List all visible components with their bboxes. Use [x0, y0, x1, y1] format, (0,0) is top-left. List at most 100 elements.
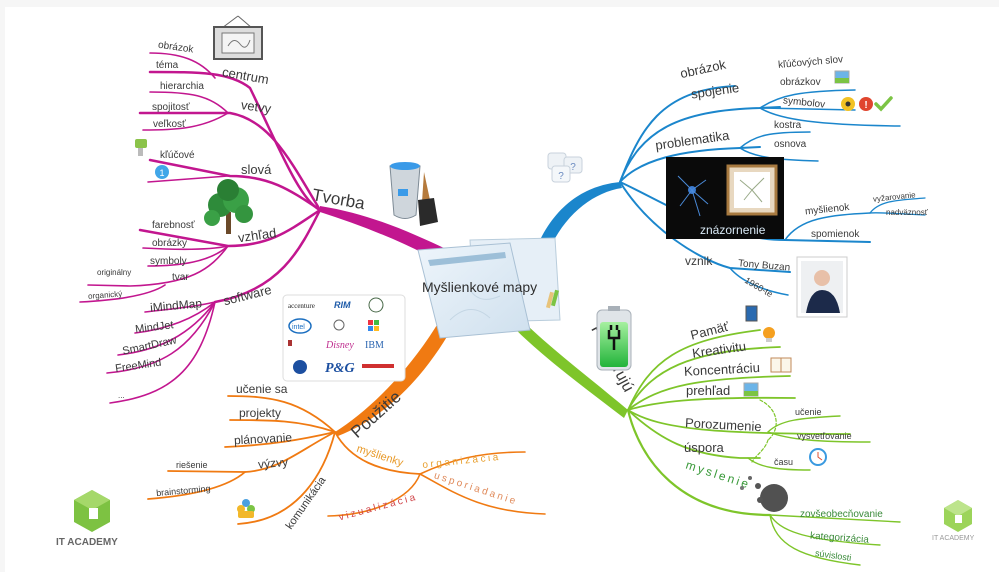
battery-icon: [596, 306, 632, 371]
number-badge-icon: 1: [155, 165, 169, 179]
pouzitie-labels: Použitie učenie sa projekty plánovanie v…: [156, 382, 519, 532]
label-vetvy: vetvy: [240, 97, 273, 116]
tony-buzan-photo: [796, 256, 848, 318]
thinking-head-icon: [740, 476, 788, 512]
blue-trunk: [540, 182, 622, 244]
logo-nasa: [293, 360, 307, 374]
label-tvar: tvar: [172, 272, 189, 283]
people-icon: [237, 499, 255, 518]
label-imindmap: iMindMap: [150, 296, 203, 315]
edge-centrum: [148, 70, 322, 212]
svg-text:?: ?: [558, 171, 564, 182]
label-brainstorming: brainstorming: [156, 483, 211, 498]
label-porozumenie: Porozumenie: [685, 415, 762, 434]
tablet-icon: [745, 305, 758, 322]
label-prehlad: prehľad: [686, 383, 730, 398]
label-originalny: originálny: [97, 268, 131, 277]
label-tema: téma: [156, 60, 179, 71]
label-organicky: organický: [88, 289, 123, 300]
svg-text:?: ?: [570, 162, 576, 173]
picture-frame-icon: [213, 15, 263, 60]
it-academy-logo-left: IT ACADEMY: [56, 490, 118, 548]
warning-icon: !: [859, 97, 873, 111]
logo-bodyshop: [368, 297, 384, 313]
logo-ibm: IBM: [365, 340, 384, 351]
label-symboly: symboly: [150, 256, 187, 267]
logo-text-right: IT ACADEMY: [932, 535, 975, 542]
pouzitie-trunk: [335, 320, 452, 436]
clock-icon: [809, 448, 827, 466]
label-slova: slová: [241, 162, 272, 177]
label-vyzvy: výzvy: [257, 455, 288, 472]
logo-mercedes: [333, 319, 345, 331]
label-vyzarovanie: vyžarovanie: [873, 190, 917, 203]
logo-intel: intel: [292, 324, 305, 331]
label-znazornenie: znázornenie: [700, 223, 766, 237]
edge-slova: [148, 158, 322, 212]
label-vysvetlovanie: vysvetľovanie: [797, 431, 852, 441]
podporuju-trunk: [505, 310, 628, 418]
tree-icon: [204, 179, 253, 234]
label-organizacia: organizácia: [422, 452, 501, 471]
image-icon: [834, 70, 850, 84]
label-uspora: úspora: [684, 440, 725, 455]
label-vizualizacia: vizualizácia: [338, 492, 419, 524]
label-obrazky: obrázky: [152, 238, 187, 249]
landscape-icon: [743, 382, 759, 397]
svg-text:1: 1: [159, 168, 164, 178]
label-ucenie: učenie: [795, 407, 822, 417]
tvorba-trunk: [320, 206, 448, 262]
logo-cambridge: [288, 340, 292, 346]
label-pouzitie: Použitie: [347, 387, 405, 442]
label-obrazok-blue: obrázok: [679, 57, 728, 81]
it-academy-logo-right: IT ACADEMY: [932, 500, 975, 542]
central-node[interactable]: Myšlienkové mapy: [417, 237, 561, 339]
logo-lamborghini: [362, 364, 394, 368]
label-kategorizacia: kategorizácia: [810, 531, 870, 546]
label-vzhlad: vzhľad: [237, 225, 277, 245]
company-logos-card: accenture RIM intel Disney IBM P&G: [282, 294, 406, 382]
label-nadvaznost: nadväznosť: [886, 208, 929, 217]
podporuju-labels: Podporujú Pamäť Kreativitu Koncentráciu …: [587, 319, 883, 563]
label-koncentraciu: Koncentráciu: [684, 360, 761, 379]
label-kostra: kostra: [774, 120, 802, 131]
lightbulb-icon: [763, 327, 775, 342]
logo-disney: Disney: [325, 340, 354, 351]
label-spojitost: spojitosť: [152, 102, 190, 113]
label-obrazkov: obrázkov: [780, 77, 821, 88]
label-klucovych-slov: kľúčových slov: [778, 54, 844, 71]
logo-intel-ring: [288, 318, 312, 334]
logo-accenture: accenture: [288, 302, 315, 310]
label-ellipsis: ...: [118, 391, 125, 400]
edge-vetvy: [138, 111, 322, 212]
edge-software: [213, 208, 322, 304]
edge-vzhlad: [138, 208, 322, 248]
paint-bucket-icon: [389, 162, 438, 226]
label-obrazok: obrázok: [157, 40, 195, 56]
label-freemind: FreeMind: [114, 357, 162, 375]
label-symbolov: symbolov: [782, 95, 825, 110]
label-komunikacia: komunikácia: [284, 474, 329, 532]
label-zovseobecnovanie: zovšeobecňovanie: [800, 509, 883, 520]
label-tony-buzan: Tony Buzan: [738, 258, 791, 274]
key-icon: [135, 139, 147, 156]
label-1960-te: 1960-te: [743, 275, 774, 299]
logo-rim: RIM: [334, 300, 351, 310]
label-osnova: osnova: [774, 139, 807, 150]
label-spomienok: spomienok: [811, 229, 860, 240]
label-farebnost: farebnosť: [152, 220, 195, 231]
label-spojenie: spojenie: [690, 80, 740, 102]
label-myslienok: myšlienok: [805, 202, 851, 218]
question-bubbles-icon: ? ?: [547, 152, 583, 183]
book-icon: [770, 357, 792, 373]
logo-pg: P&G: [325, 361, 355, 376]
checkmark-icon: [874, 96, 893, 112]
label-myslienky: myšlienky: [355, 443, 405, 469]
label-klucove: kľúčové: [160, 150, 195, 161]
label-projekty: projekty: [239, 406, 281, 420]
branch-tvorba: [79, 52, 448, 404]
branch-podporuju: [505, 310, 901, 566]
label-kreativitu: Kreativitu: [691, 338, 747, 360]
label-velkost: veľkosť: [153, 119, 186, 130]
